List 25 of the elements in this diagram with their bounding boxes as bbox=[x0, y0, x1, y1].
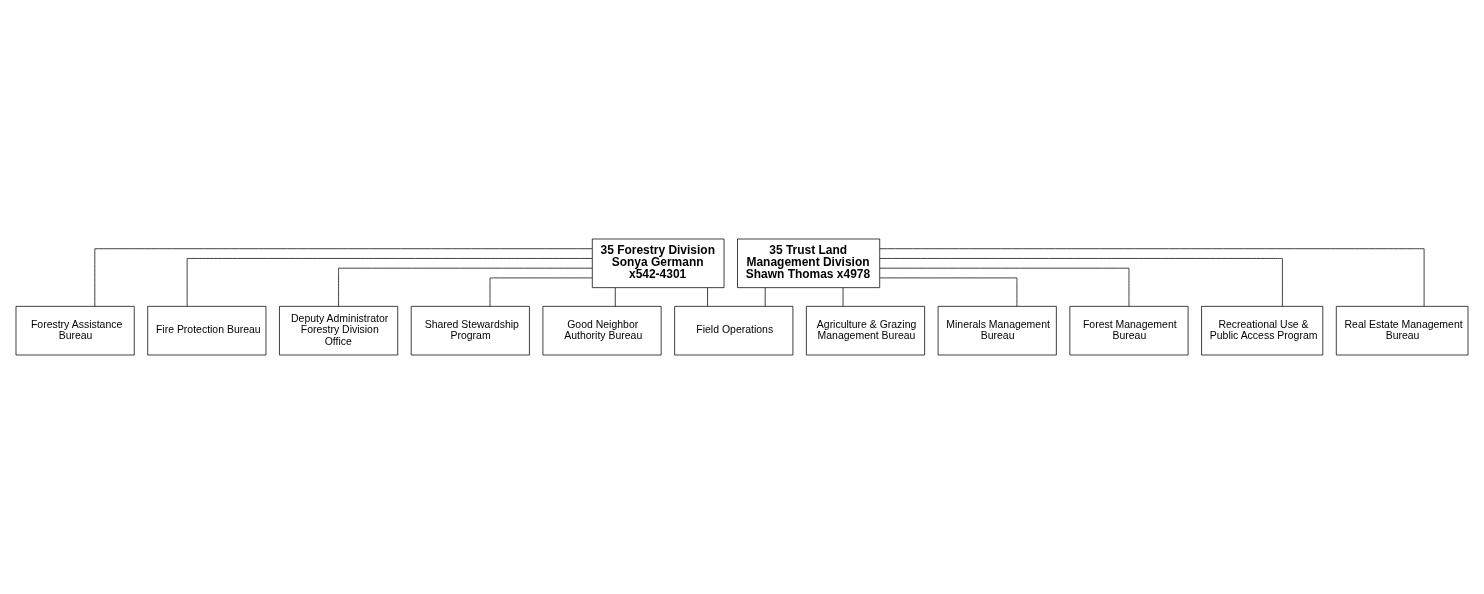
node-box: Fire Protection Bureau bbox=[147, 306, 267, 356]
connector bbox=[94, 248, 593, 307]
connector bbox=[764, 287, 766, 307]
node-box: Forestry Assistance Bureau bbox=[15, 306, 135, 356]
connector bbox=[879, 277, 1018, 307]
node-box: Real Estate Management Bureau bbox=[1335, 306, 1469, 356]
node-box: Minerals Management Bureau bbox=[937, 306, 1057, 356]
node-box: 35 Forestry Division Sonya Germann x542-4301 bbox=[591, 238, 725, 288]
connector bbox=[338, 267, 593, 307]
connector bbox=[879, 258, 1283, 307]
connector bbox=[186, 258, 593, 307]
connector bbox=[614, 287, 616, 307]
connector bbox=[879, 267, 1130, 307]
node-box: 35 Trust Land Management Division Shawn Thomas x4978 bbox=[737, 238, 881, 288]
connector bbox=[879, 248, 1425, 307]
node-box: Agriculture & Grazing Management Bureau bbox=[806, 306, 925, 356]
node-box: Recreational Use & Public Access Program bbox=[1201, 306, 1324, 356]
node-box: Shared Stewardship Program bbox=[410, 306, 530, 356]
node-box: Field Operations bbox=[674, 306, 794, 356]
node-box: Forest Management Bureau bbox=[1069, 306, 1189, 356]
connector bbox=[707, 287, 708, 307]
connector bbox=[489, 277, 593, 307]
node-box: Good Neighbor Authority Bureau bbox=[542, 306, 662, 356]
node-box: Deputy Administrator Forestry Division Office bbox=[279, 306, 399, 356]
connector bbox=[842, 287, 844, 307]
